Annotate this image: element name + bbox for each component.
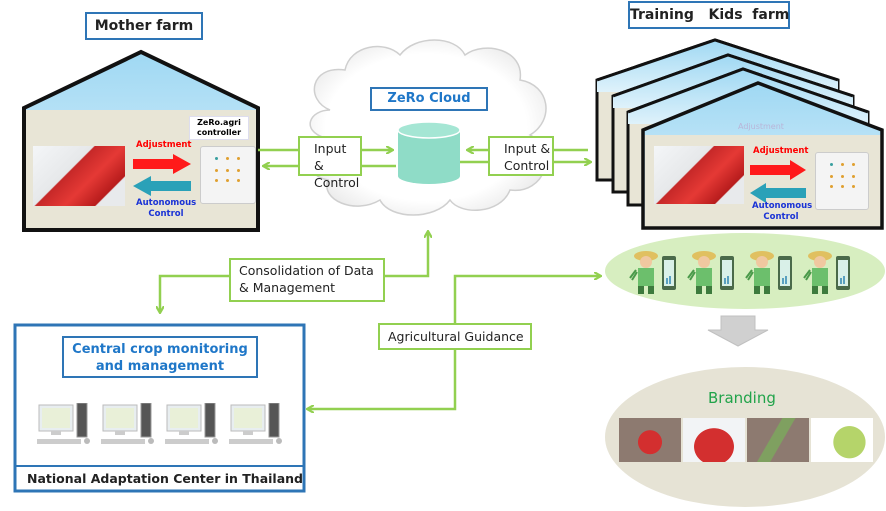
kids-autonomous-line1: Autonomous <box>752 201 813 211</box>
connector-left-input <box>258 150 396 166</box>
product-photo-cherry-tomatoes <box>619 418 681 462</box>
left-link-line2: Control <box>314 175 360 190</box>
central-title-line2: and management <box>95 359 225 374</box>
autonomous-arrow-icon <box>133 176 191 196</box>
kids-autonomous-line2: Control <box>763 212 799 222</box>
computer-icon <box>165 403 221 449</box>
kids-autonomous-control-label: Autonomous Control <box>752 201 813 223</box>
central-monitoring-title: Central crop monitoring and management <box>62 336 258 378</box>
database-cylinder <box>397 121 461 184</box>
kids-autonomous-arrow-icon <box>750 183 806 203</box>
computer-icon <box>229 403 285 449</box>
agricultural-guidance-label: Agricultural Guidance <box>378 323 532 350</box>
autonomous-line1: Autonomous <box>136 198 197 208</box>
right-link-line1: Input & <box>504 141 551 156</box>
product-photo-grapes <box>811 418 873 462</box>
controller-label-line1: ZeRo.agri <box>197 118 241 127</box>
left-link-line1: Input & <box>314 141 347 173</box>
computer-icon <box>37 403 93 449</box>
controller-device <box>200 146 256 204</box>
right-input-control-label: Input & Control <box>488 136 554 176</box>
controller-label-line2: controller <box>196 128 242 137</box>
kids-farm-title: Training Kids farm <box>628 1 790 29</box>
consolidation-line2: & Management <box>239 280 336 295</box>
kids-strawberry-photo <box>654 146 744 204</box>
kids-controller-device <box>815 152 869 210</box>
ghost-adjustment-label: Adjustment <box>738 122 784 131</box>
controller-label: ZeRo.agri controller <box>189 116 249 140</box>
autonomous-control-label: Autonomous Control <box>136 198 196 220</box>
adjustment-arrow-icon <box>133 154 191 174</box>
mother-farm-title: Mother farm <box>85 12 203 40</box>
left-input-control-label: Input & Control <box>298 136 362 190</box>
product-photo-strawberries <box>683 418 745 462</box>
central-title-line1: Central crop monitoring <box>72 342 248 357</box>
connector-right-input <box>460 150 590 162</box>
zero-cloud-title: ZeRo Cloud <box>370 87 488 111</box>
strawberry-photo <box>33 146 125 206</box>
branding-ellipse <box>605 367 885 507</box>
kids-adjustment-label: Adjustment <box>753 146 809 156</box>
autonomous-line2: Control <box>148 209 184 219</box>
consolidation-line1: Consolidation of Data <box>239 263 374 278</box>
right-link-line2: Control <box>504 158 550 173</box>
adjustment-label: Adjustment <box>136 140 192 150</box>
computer-icon <box>101 403 157 449</box>
connector-guidance <box>308 276 600 409</box>
consolidation-label: Consolidation of Data & Management <box>229 258 385 302</box>
product-photo-okra <box>747 418 809 462</box>
connector-consolidation <box>160 232 428 312</box>
national-center-label: National Adaptation Center in Thailand <box>27 471 303 486</box>
down-arrow-icon <box>707 315 769 347</box>
kids-adjustment-arrow-icon <box>750 160 806 180</box>
branding-title: Branding <box>708 389 776 407</box>
